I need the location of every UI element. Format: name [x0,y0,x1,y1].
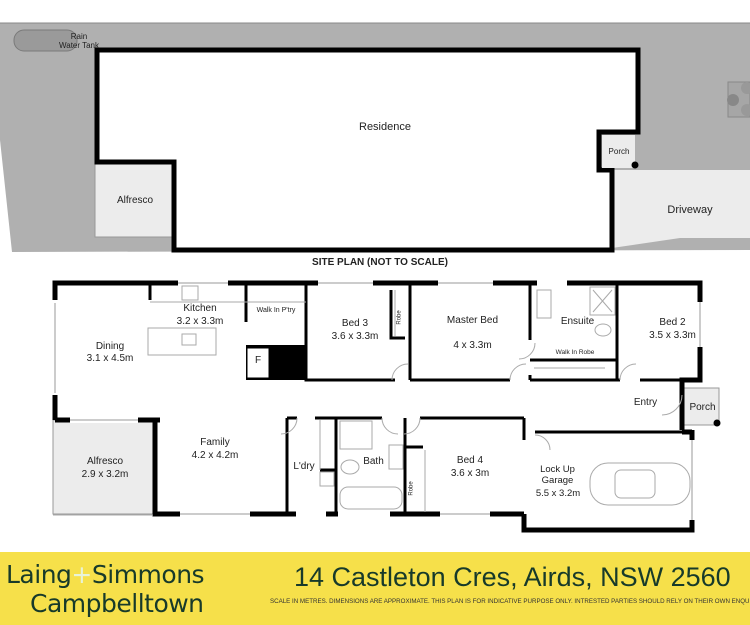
agency-logo: Laing+Simmons [6,560,205,589]
property-address: 14 Castleton Cres, Airds, NSW 2560 [294,562,731,592]
bed2-name: Bed 2 [659,317,686,328]
driveway-area [612,170,750,248]
brand-name-b: Simmons [91,560,205,589]
residence-outline [94,47,641,253]
bed2-size: 3.5 x 3.3m [649,330,696,341]
garage-name: Lock Up Garage [540,464,575,486]
alfresco-site-label: Alfresco [116,195,154,206]
tree-icon [741,104,750,116]
brand-plus-icon: + [71,560,92,589]
alfresco-name: Alfresco [86,456,124,467]
tree-icon [741,82,750,94]
porch-site-label: Porch [608,147,630,156]
disclaimer-text: SCALE IN METRES. DIMENSIONS ARE APPROXIM… [270,598,750,605]
agency-office: Campbelltown [30,589,204,618]
alfresco-size: 2.9 x 3.2m [81,469,129,480]
family-size: 4.2 x 4.2m [191,450,239,461]
family-name: Family [200,437,230,448]
laundry-label: L'dry [293,461,315,472]
rain-water-tank [13,29,78,52]
residence-label: Residence [359,121,411,133]
site-plan-graphic [0,22,750,253]
kitchen-name: Kitchen [183,303,217,314]
walk-in-robe-label: Walk In Robe [555,349,595,356]
walk-in-pantry-label: Walk In P'try [256,307,296,314]
porch-label: Porch [689,402,716,413]
bed3-name: Bed 3 [341,318,369,329]
porch-area [681,387,720,426]
driveway-label: Driveway [667,204,713,216]
dining-size: 3.1 x 4.5m [86,353,134,364]
robe-bed4-label: Robe [408,481,415,496]
alfresco-area [52,419,154,515]
bath-label: Bath [363,456,384,467]
agency-banner [0,552,750,625]
site-plan-title: SITE PLAN (NOT TO SCALE) [312,257,448,268]
tree-icon [727,94,739,106]
kitchen-size: 3.2 x 3.3m [176,316,224,327]
ensuite-label: Ensuite [560,316,595,327]
master-bed-name: Master Bed [446,315,499,326]
floor-plan-graphic [52,280,721,533]
porch-area [602,135,635,168]
car-icon [589,462,691,506]
brand-name-a: Laing [6,560,72,589]
robe-bed3-label: Robe [396,310,403,325]
dining-name: Dining [95,341,125,352]
bed4-name: Bed 4 [456,455,484,466]
garage-size: 5.5 x 3.2m [535,488,581,499]
bed4-size: 3.6 x 3m [450,468,490,479]
entry-label: Entry [633,397,658,408]
bed3-size: 3.6 x 3.3m [331,331,379,342]
rain-water-tank-label: Rain Water Tank [58,32,99,51]
master-bed-size: 4 x 3.3m [453,340,492,351]
fridge-label: F [254,355,262,366]
